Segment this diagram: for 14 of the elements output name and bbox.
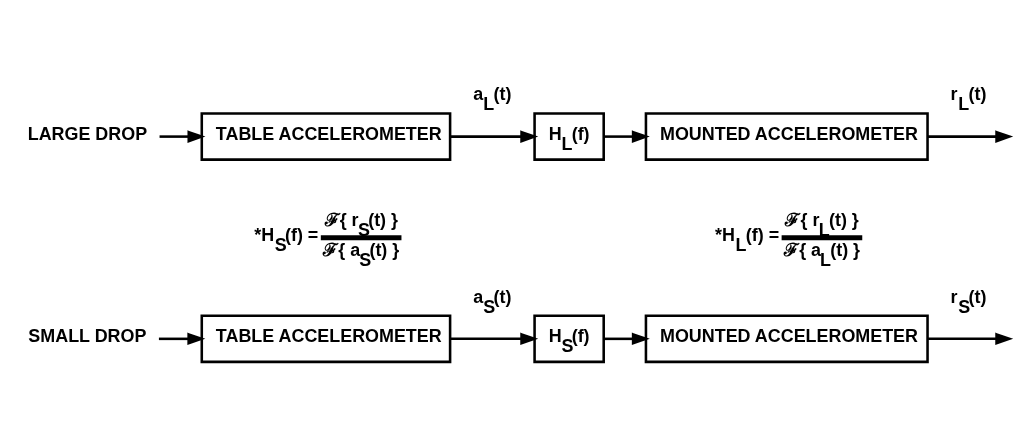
node-box: MOUNTED ACCELEROMETER <box>644 111 929 161</box>
node-box: MOUNTED ACCELEROMETER <box>644 314 929 363</box>
arrow <box>450 332 539 345</box>
arrow <box>927 332 1014 345</box>
arrow <box>158 332 206 345</box>
arrow <box>159 129 206 143</box>
arrow <box>604 129 650 143</box>
arrow <box>604 332 650 345</box>
arrow <box>927 129 1014 143</box>
node-box: TABLE ACCELEROMETER <box>200 314 452 363</box>
node-text: LARGE DROP <box>27 123 148 144</box>
node-box: TABLE ACCELEROMETER <box>200 111 452 161</box>
node-text: SMALL DROP <box>28 325 147 346</box>
arrow <box>450 129 539 143</box>
